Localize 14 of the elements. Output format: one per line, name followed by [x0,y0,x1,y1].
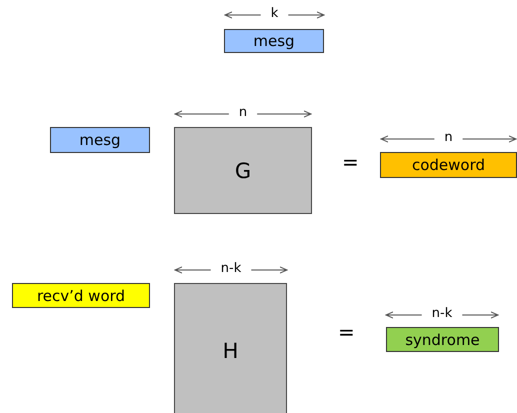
dimension-label: n-k [220,262,242,275]
vector-bar: mesg [50,127,150,153]
dimension-label: n [238,106,248,119]
dimension-label: k [270,7,278,20]
vector-bar: mesg [224,29,324,53]
matrix-block: G [174,127,312,214]
equals-sign: = [338,320,355,344]
dimension-label: n [444,131,453,144]
vector-bar: codeword [380,152,517,178]
vector-bar: recv’d word [12,283,150,308]
vector-bar: syndrome [386,327,499,352]
equals-sign: = [342,150,359,174]
matrix-block: H [174,283,287,413]
dimension-label: n-k [432,307,452,320]
